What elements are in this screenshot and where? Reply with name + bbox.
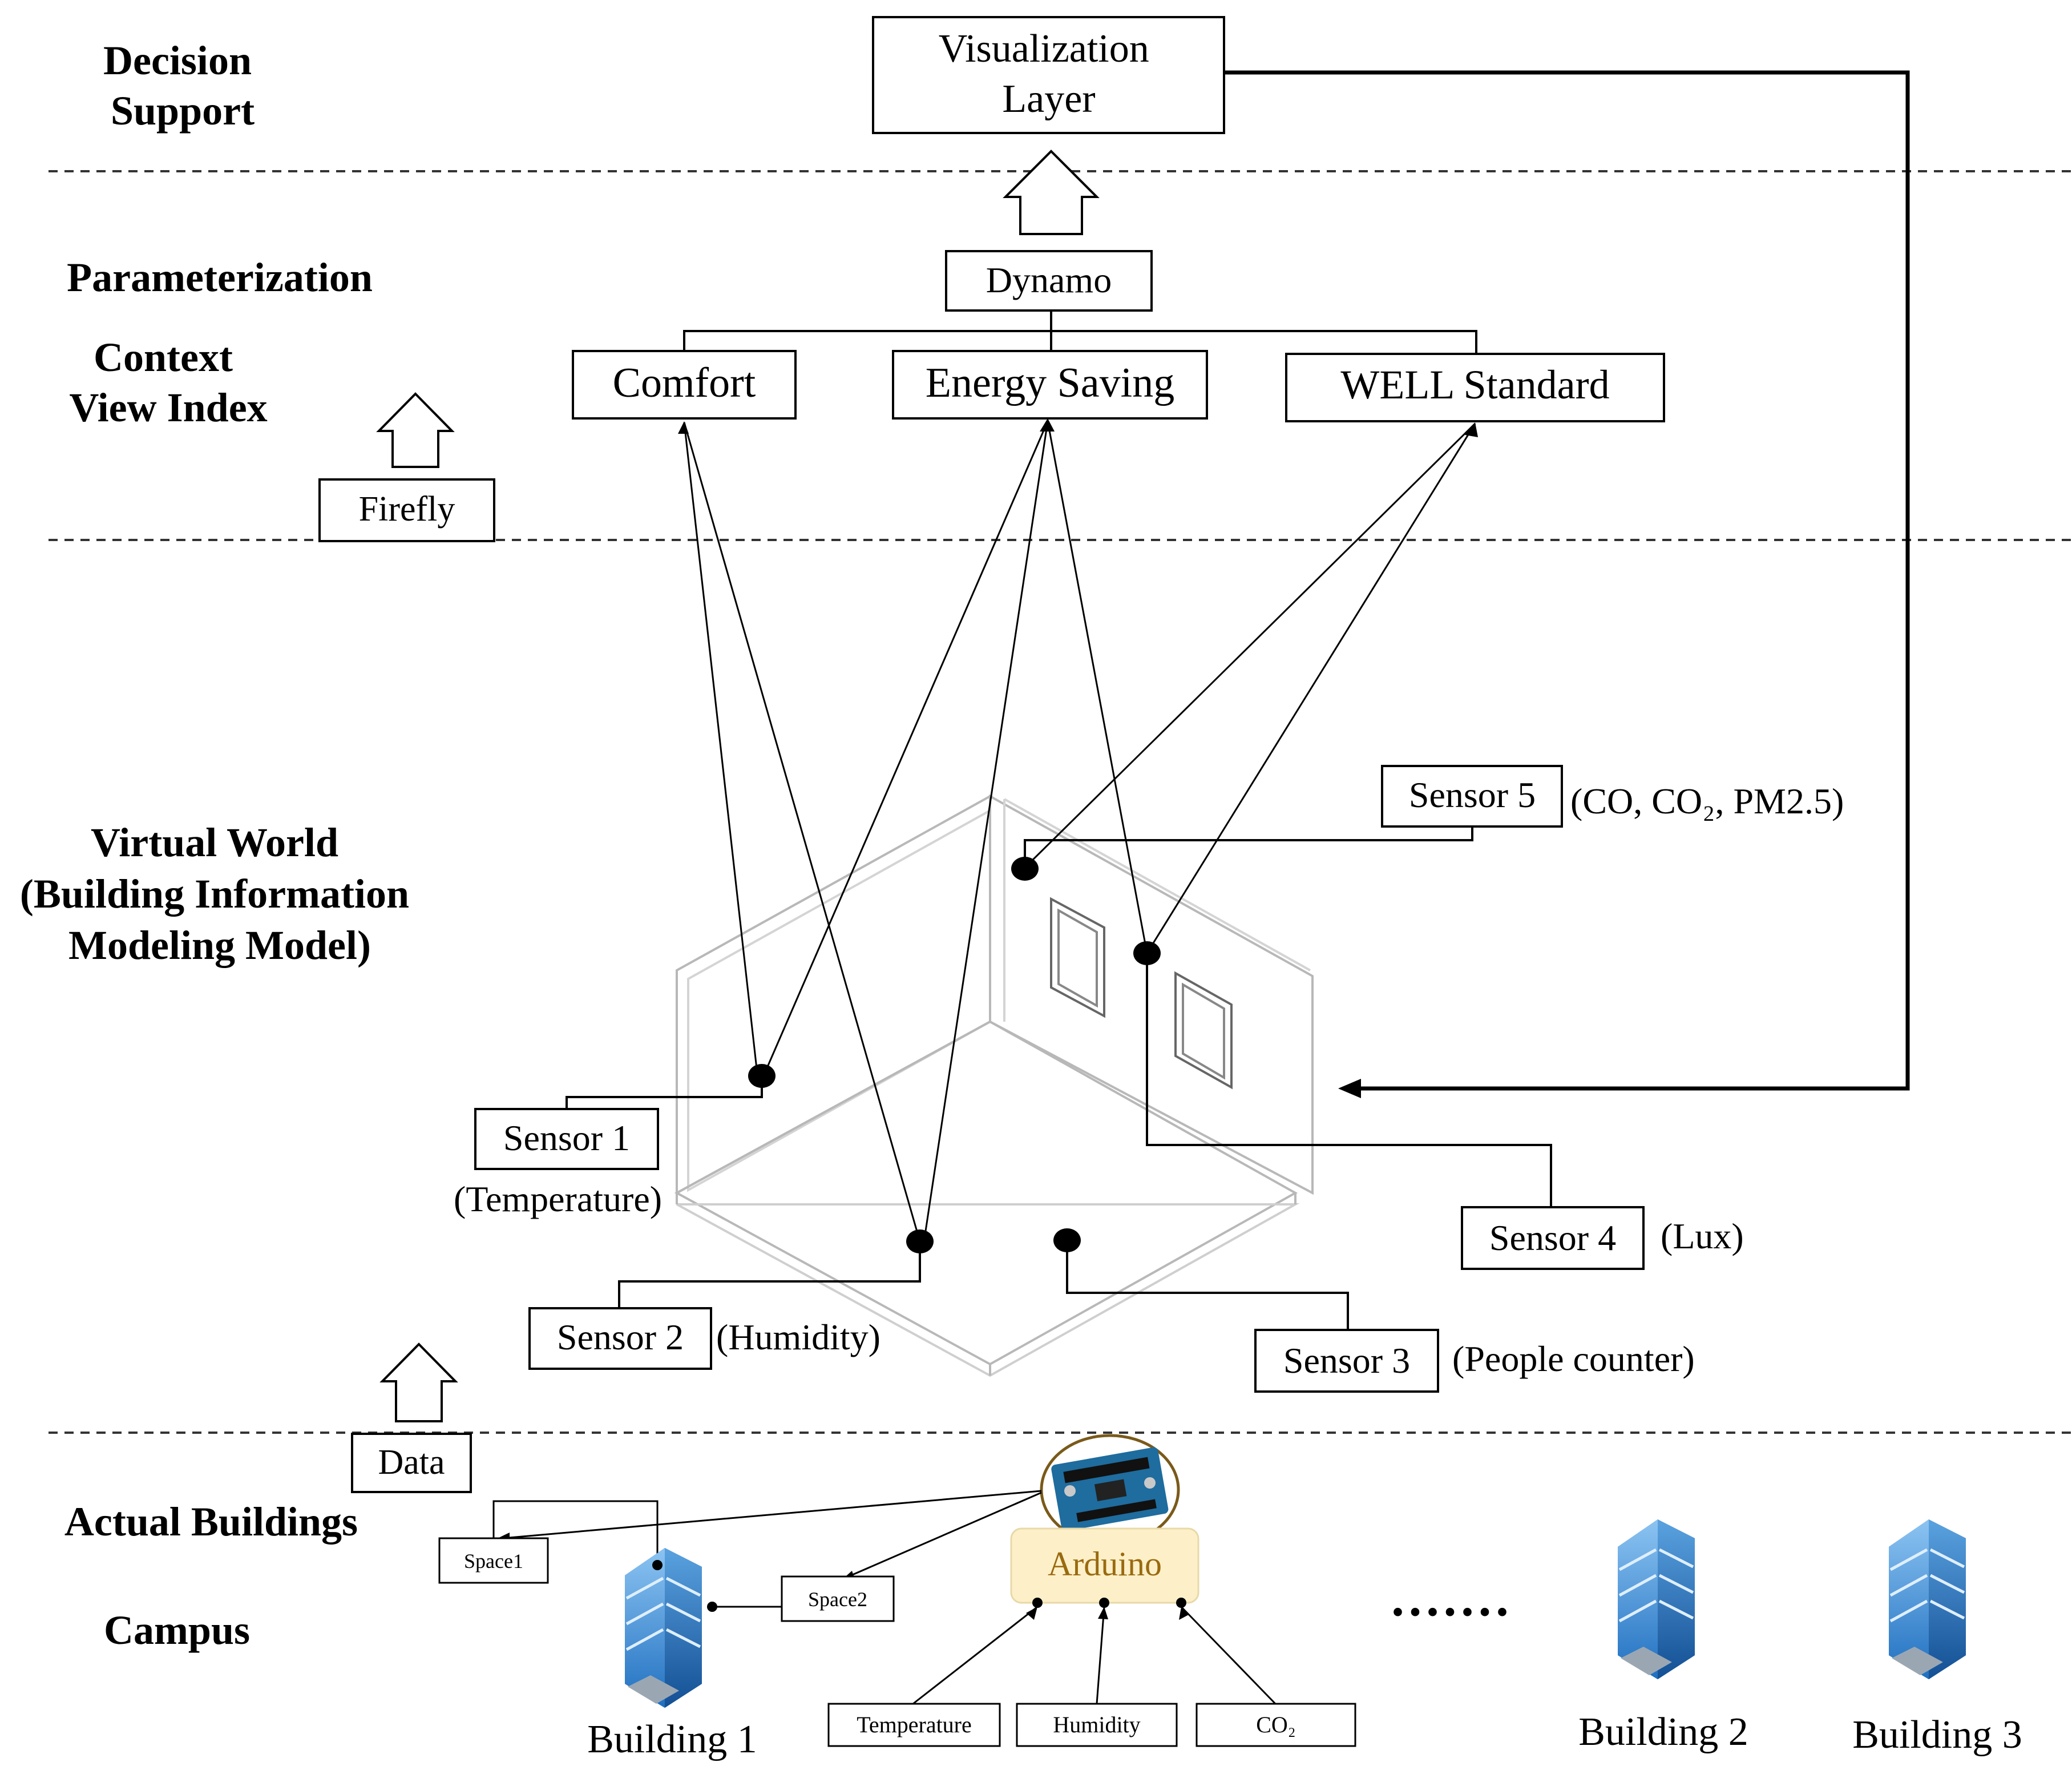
sensor-3: Sensor 3 (People counter)	[1254, 1329, 1695, 1393]
actual-buildings-label: Actual Buildings	[64, 1499, 358, 1545]
building-3-icon	[1889, 1519, 1966, 1679]
sensor-5: Sensor 5 (CO, CO₂, PM2.5)	[1381, 765, 1844, 828]
up-arrow-visualization	[1003, 150, 1100, 235]
sensor-4-label: Sensor 4	[1489, 1217, 1616, 1258]
space1-label: Space1	[464, 1550, 523, 1573]
sensor-2-label: Sensor 2	[557, 1317, 684, 1357]
sensor-1-label: Sensor 1	[503, 1118, 630, 1158]
data-box: Data	[351, 1433, 472, 1493]
firefly-box: Firefly	[318, 478, 495, 542]
sensor-2-dot	[906, 1229, 934, 1253]
sensor-1: Sensor 1 (Temperature)	[454, 1108, 662, 1219]
index-link-arrowheads	[678, 418, 1478, 437]
decision-support-label: Decision Support	[103, 38, 262, 134]
dynamo-box: Dynamo	[945, 250, 1153, 312]
sensor-2: Sensor 2 (Humidity)	[528, 1307, 881, 1370]
firefly-label: Firefly	[359, 490, 455, 529]
bim-room-model	[674, 794, 1314, 1377]
building-1-label: Building 1	[587, 1717, 757, 1761]
input-temperature-box: Temperature	[827, 1703, 1001, 1747]
data-label: Data	[378, 1443, 445, 1482]
input-humidity-box: Humidity	[1016, 1703, 1178, 1747]
input-humidity-label: Humidity	[1053, 1712, 1140, 1737]
building-2-label: Building 2	[1578, 1710, 1748, 1754]
up-arrow-firefly	[376, 392, 455, 468]
arduino-label: Arduino	[1048, 1545, 1162, 1583]
arduino-board-icon	[1040, 1434, 1180, 1546]
input-co2-box: CO₂	[1195, 1703, 1356, 1747]
window-1	[1050, 897, 1105, 1018]
up-arrow-data	[379, 1342, 458, 1422]
index-sensor-links	[683, 421, 1476, 1242]
virtual-world-label: Virtual World (Building Information Mode…	[20, 820, 419, 968]
energy-saving-label: Energy Saving	[926, 360, 1174, 406]
sensor-dots	[748, 857, 1161, 1253]
more-buildings-ellipsis: .......	[1391, 1570, 1513, 1627]
sensor-3-label: Sensor 3	[1283, 1340, 1410, 1381]
feedback-loop	[1224, 70, 1910, 1091]
well-standard-box: WELL Standard	[1285, 353, 1665, 422]
sensor-5-label: Sensor 5	[1409, 775, 1536, 815]
parameterization-label: Parameterization	[67, 255, 373, 300]
hollow-up-arrows	[376, 150, 1100, 1422]
energy-saving-box: Energy Saving	[892, 350, 1208, 420]
arduino-input-links	[912, 1606, 1277, 1705]
space2-label: Space2	[808, 1588, 867, 1611]
sensor-4-type: (Lux)	[1661, 1216, 1744, 1256]
space1-box: Space1	[438, 1537, 549, 1584]
sensor-2-type: (Humidity)	[716, 1317, 881, 1357]
building-2-icon	[1618, 1519, 1695, 1679]
building-3-label: Building 3	[1852, 1713, 2022, 1757]
comfort-label: Comfort	[613, 360, 756, 406]
sensor-5-type: (CO, CO₂, PM2.5)	[1570, 781, 1844, 821]
visualization-layer-box: Visualization Layer	[872, 16, 1225, 134]
arduino-box: Arduino	[1010, 1527, 1199, 1604]
comfort-box: Comfort	[572, 350, 797, 420]
arduino-space-links	[492, 1490, 1042, 1608]
dynamo-label: Dynamo	[986, 260, 1112, 300]
visualization-layer-label: Visualization Layer	[939, 27, 1160, 121]
sensor-5-dot	[1011, 857, 1039, 881]
input-temperature-label: Temperature	[857, 1712, 972, 1737]
feedback-arrowhead	[1338, 1079, 1361, 1098]
sensor-1-type: (Temperature)	[454, 1179, 662, 1219]
building-1-icon	[625, 1548, 717, 1708]
well-standard-label: WELL Standard	[1340, 362, 1609, 408]
space2-box: Space2	[781, 1575, 895, 1622]
sensor-4: Sensor 4 (Lux)	[1461, 1206, 1744, 1270]
sensor-3-type: (People counter)	[1452, 1338, 1695, 1379]
arduino-input-arrowheads	[1026, 1598, 1189, 1620]
input-co2-label: CO₂	[1256, 1712, 1296, 1737]
sensor-3-dot	[1053, 1228, 1081, 1252]
context-view-index-label: Context View Index	[69, 334, 267, 430]
campus-label: Campus	[104, 1607, 250, 1653]
sensor-4-dot	[1133, 941, 1161, 965]
window-2	[1174, 971, 1233, 1090]
sensor-1-dot	[748, 1064, 776, 1088]
dynamo-tree	[683, 311, 1477, 354]
